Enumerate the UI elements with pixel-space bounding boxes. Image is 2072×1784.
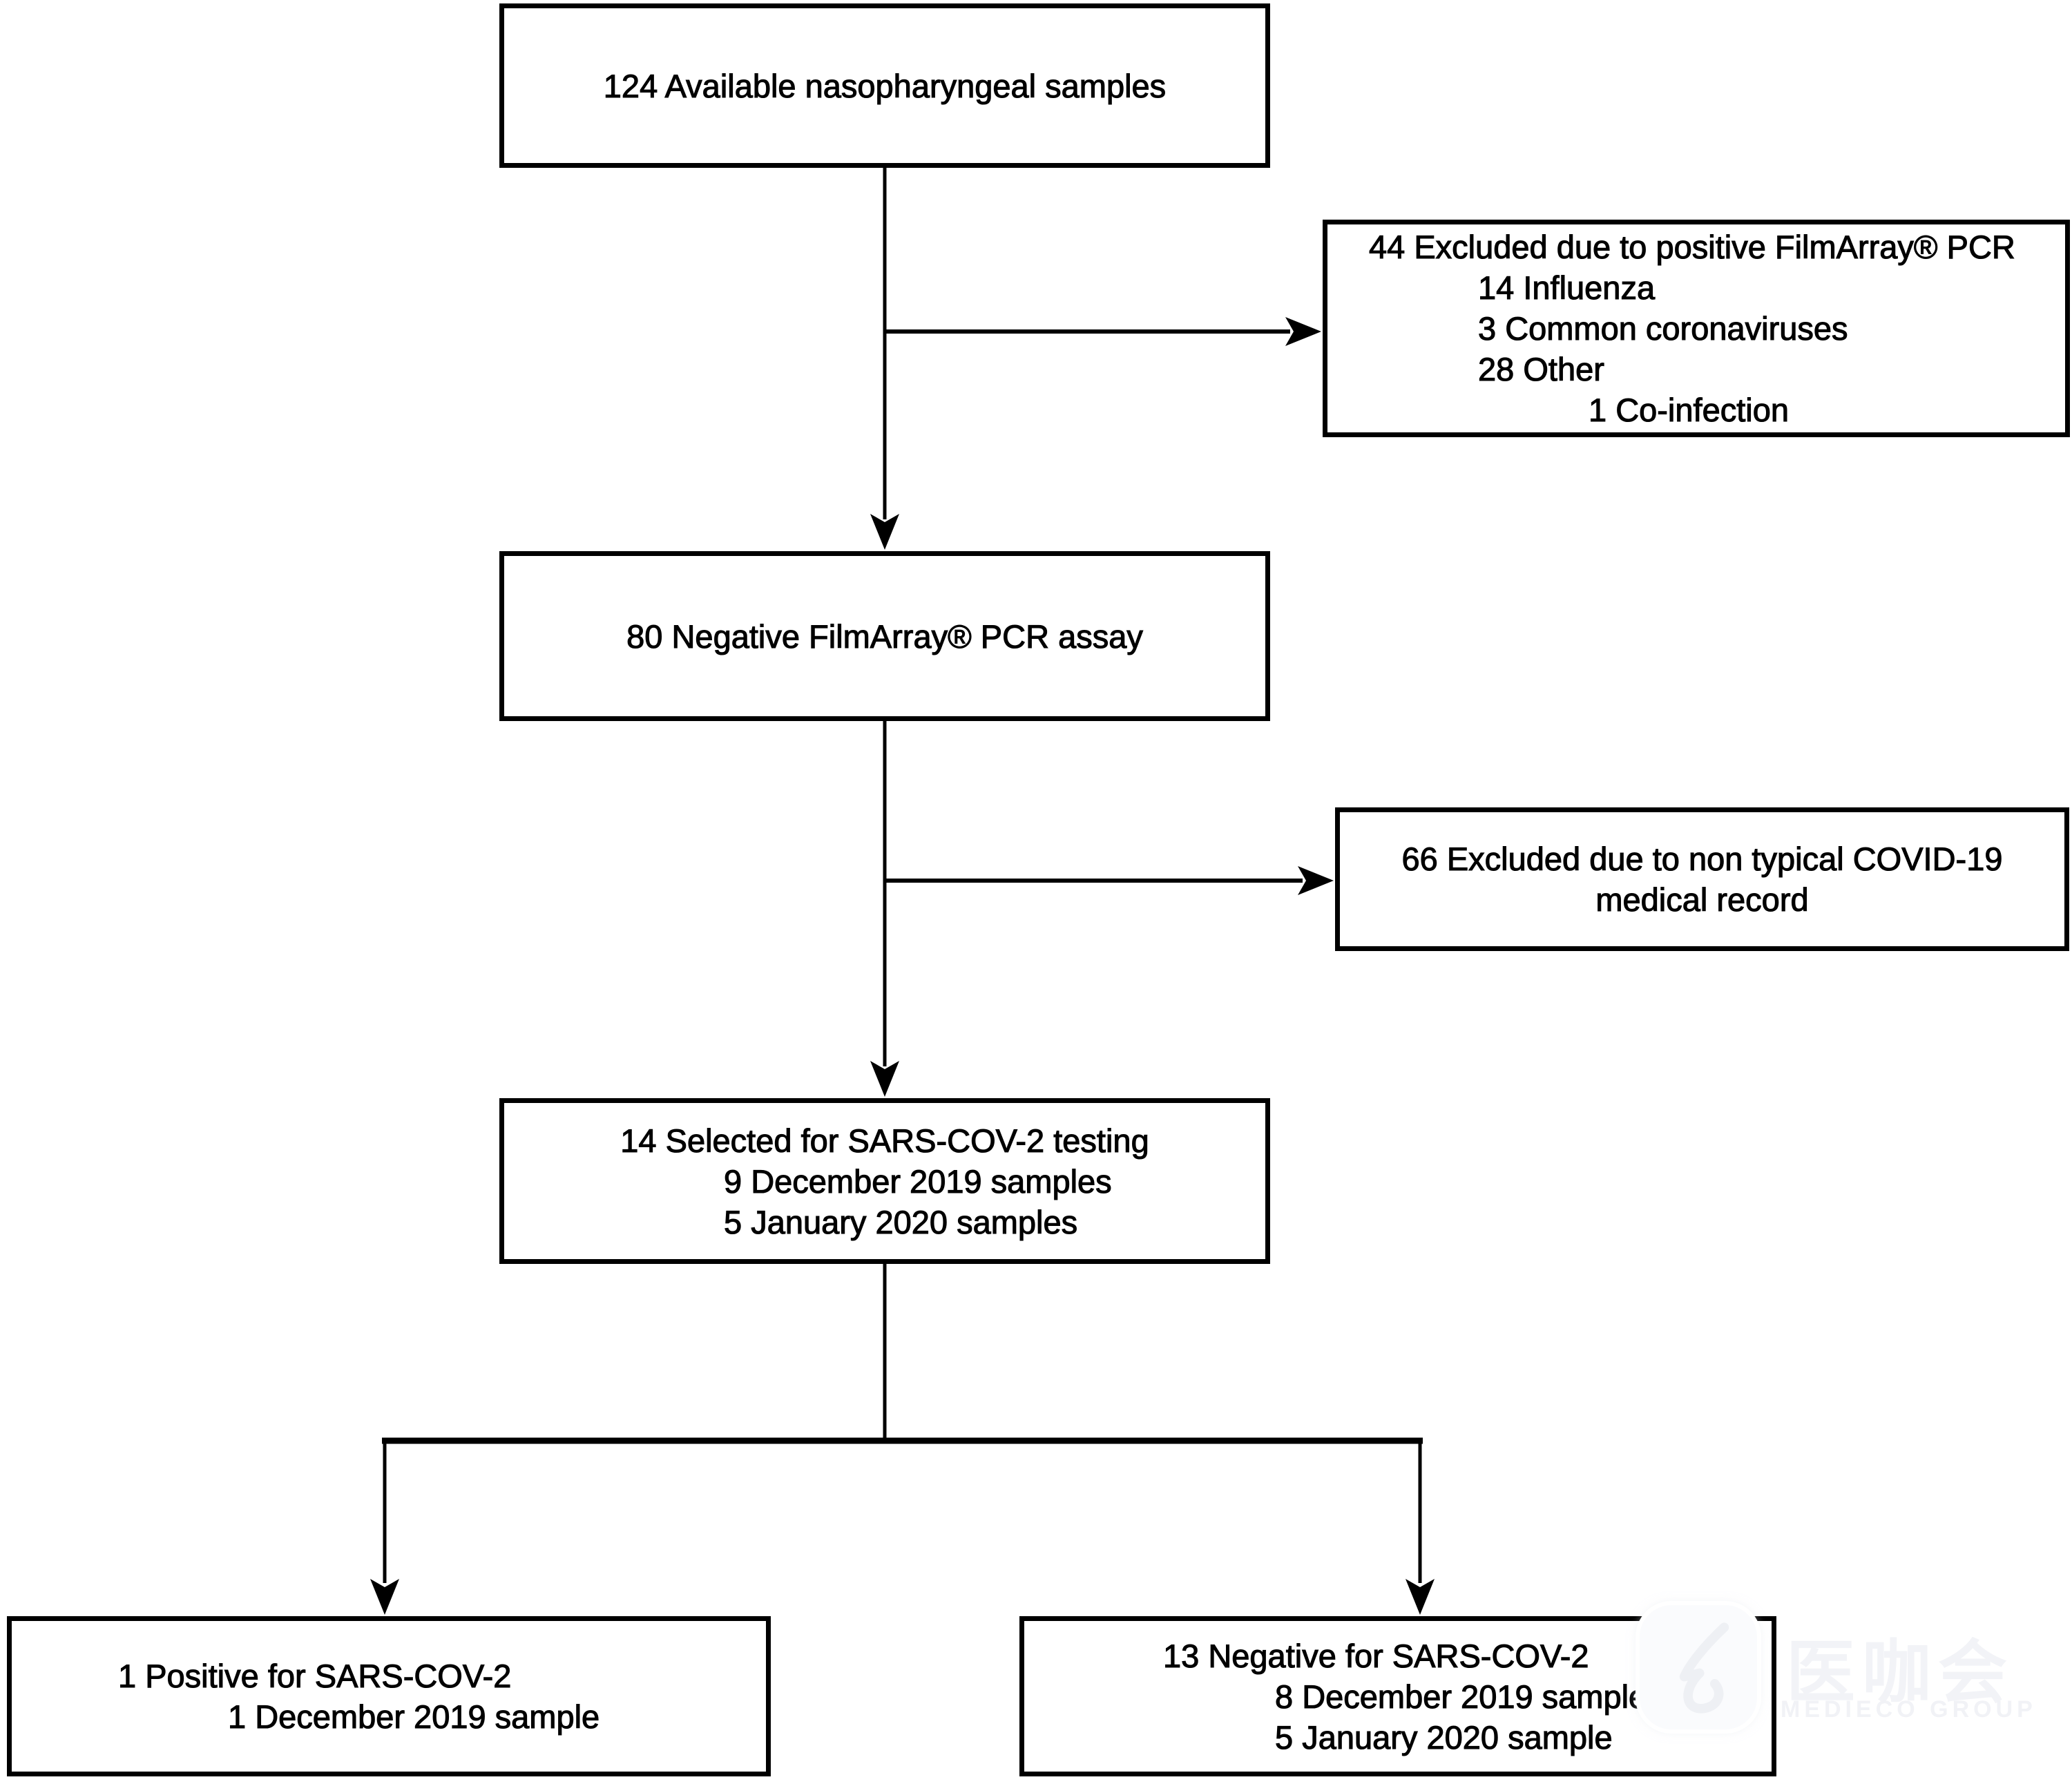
negative-result-december-sample: 8 December 2019 sample — [1274, 1678, 1647, 1715]
excluded-filmarray-coinfection: 1 Co-infection — [1588, 391, 1789, 428]
flow-box-negative-result: 13 Negative for SARS-COV-2 8 December 20… — [1019, 1616, 1776, 1776]
excluded-record-line-2: medical record — [1595, 881, 1809, 918]
negative-filmarray-text: 80 Negative FilmArray® PCR assay — [626, 617, 1144, 655]
arrowhead-into-selected-icon — [870, 1061, 899, 1097]
excluded-filmarray-total: 44 Excluded due to positive FilmArray® P… — [1368, 228, 2015, 265]
available-samples-text: 124 Available nasopharyngeal samples — [603, 67, 1167, 104]
arrowhead-into-excluded-record-icon — [1298, 866, 1334, 895]
selected-january-samples: 5 January 2020 samples — [723, 1203, 1078, 1240]
selected-total: 14 Selected for SARS-COV-2 testing — [620, 1122, 1150, 1159]
excluded-filmarray-influenza: 14 Influenza — [1477, 269, 1656, 306]
negative-result-january-sample: 5 January 2020 sample — [1274, 1718, 1613, 1756]
flow-box-selected-testing: 14 Selected for SARS-COV-2 testing 9 Dec… — [499, 1098, 1270, 1264]
flow-box-positive-result: 1 Positive for SARS-COV-2 1 December 201… — [7, 1616, 771, 1776]
arrowhead-into-negative-filmarray-icon — [870, 514, 899, 550]
arrowhead-into-negative-result-icon — [1406, 1579, 1435, 1615]
excluded-filmarray-other: 28 Other — [1477, 350, 1604, 387]
arrowhead-into-positive-result-icon — [370, 1579, 399, 1615]
arrowhead-into-excluded-filmarray-icon — [1285, 317, 1321, 346]
flow-box-available-samples: 124 Available nasopharyngeal samples — [499, 3, 1270, 168]
selected-december-samples: 9 December 2019 samples — [723, 1162, 1112, 1200]
negative-result-total: 13 Negative for SARS-COV-2 — [1162, 1637, 1589, 1674]
flow-box-negative-filmarray: 80 Negative FilmArray® PCR assay — [499, 551, 1270, 721]
positive-result-total: 1 Positive for SARS-COV-2 — [117, 1657, 512, 1694]
flow-box-excluded-filmarray: 44 Excluded due to positive FilmArray® P… — [1323, 220, 2070, 437]
positive-result-december-sample: 1 December 2019 sample — [227, 1698, 600, 1735]
excluded-filmarray-coronaviruses: 3 Common coronaviruses — [1477, 309, 1848, 347]
excluded-record-line-1: 66 Excluded due to non typical COVID-19 — [1401, 840, 2003, 877]
flow-box-excluded-record: 66 Excluded due to non typical COVID-19 … — [1335, 807, 2069, 951]
